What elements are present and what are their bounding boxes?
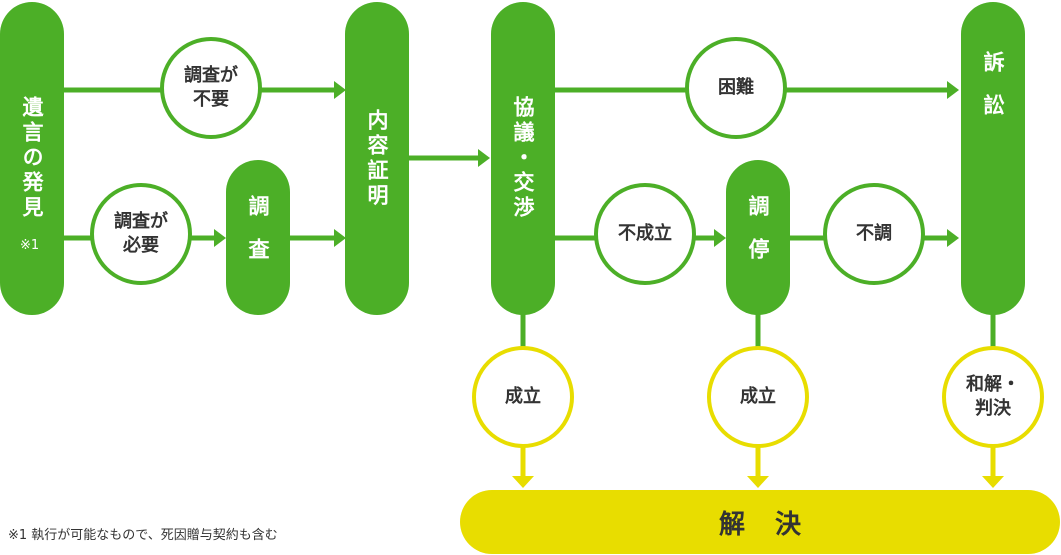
settled-mediation-circle: 成立 [707,346,809,448]
discovery-label: 遺言の発見 [20,96,44,221]
lawsuit-node: 訴訟 [961,2,1025,315]
negotiation-node: 協議・交渉 [491,2,555,315]
mediation-label: 調停 [746,194,770,281]
investigation-label: 調査 [246,194,270,281]
mediation-node: 調停 [726,160,790,315]
difficult-label: 困難 [718,77,754,98]
settled-negotiation-label: 成立 [505,386,541,407]
settlement-judgment-label: 和解・ 判決 [966,374,1020,419]
footnote: ※1 執行が可能なもので、死因贈与契約も含む [8,528,278,543]
content-certification-label: 内容証明 [365,108,389,209]
no-investigation-label: 調査が 不要 [184,65,238,110]
content-certification-node: 内容証明 [345,2,409,315]
not-settled-circle: 不成立 [594,183,696,285]
resolution-label: 解決 [718,509,831,540]
no-investigation-circle: 調査が 不要 [160,37,262,139]
mediation-failed-circle: 不調 [823,183,925,285]
settlement-judgment-circle: 和解・ 判決 [942,346,1044,448]
mediation-failed-label: 不調 [856,223,892,244]
investigation-node: 調査 [226,160,290,315]
investigation-needed-circle: 調査が 必要 [90,183,192,285]
difficult-circle: 困難 [685,37,787,139]
settled-mediation-label: 成立 [740,386,776,407]
investigation-needed-label: 調査が 必要 [114,211,168,256]
lawsuit-label: 訴訟 [981,50,1005,137]
settled-negotiation-circle: 成立 [472,346,574,448]
not-settled-label: 不成立 [618,223,672,244]
discovery-node: 遺言の発見 ※1 [0,2,64,315]
discovery-note: ※1 [20,238,40,253]
negotiation-label: 協議・交渉 [511,96,535,221]
resolution-node: 解決 [460,490,1060,554]
